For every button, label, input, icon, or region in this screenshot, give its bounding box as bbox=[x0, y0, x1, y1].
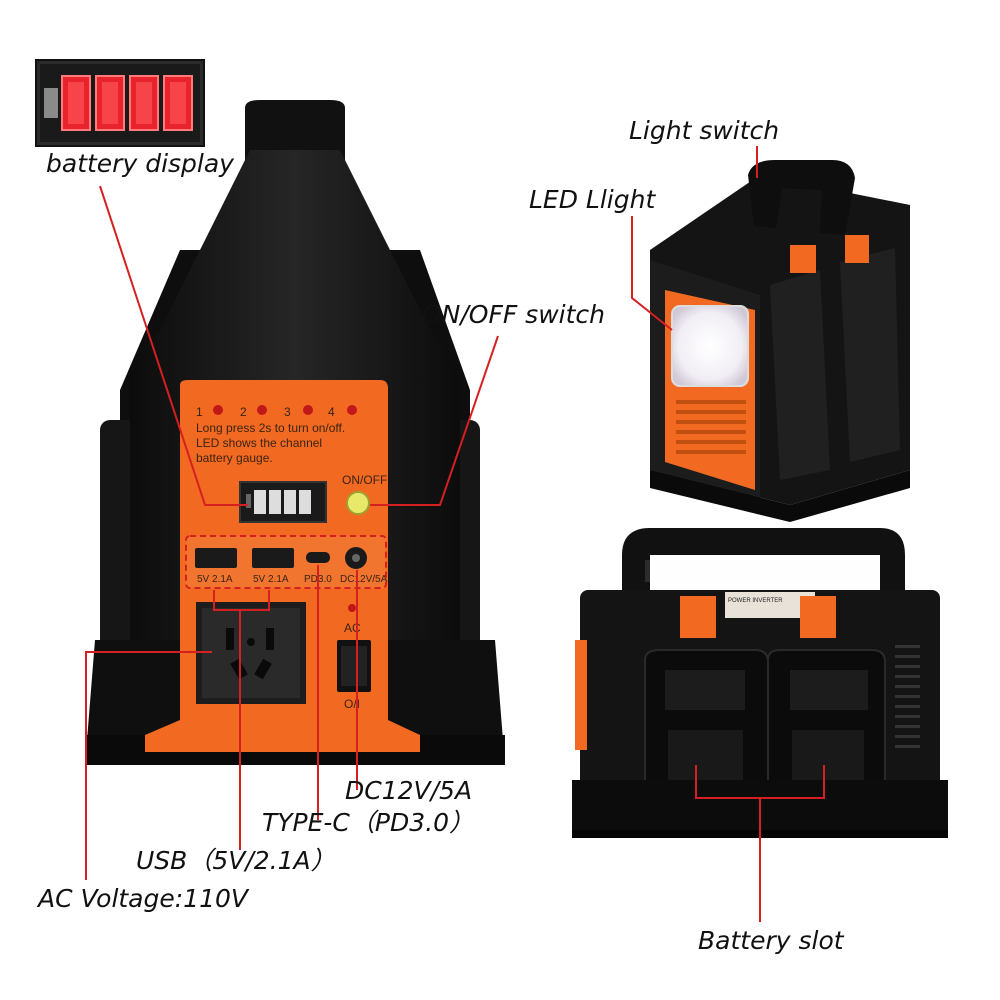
usb-label: USB（5V/2.1A） bbox=[136, 846, 336, 875]
battery-slot-left bbox=[644, 649, 769, 791]
panel-battery-display bbox=[239, 481, 327, 523]
channel-leds bbox=[213, 405, 357, 415]
type-c-label: TYPE-C（PD3.0） bbox=[262, 808, 474, 837]
callout-line-ac bbox=[85, 651, 212, 880]
led-light-label: LED Llight bbox=[529, 185, 656, 214]
on-off-button bbox=[346, 491, 370, 515]
vent-grille bbox=[676, 400, 746, 454]
led-number: 1 bbox=[196, 405, 203, 419]
callout-line-led bbox=[631, 216, 673, 331]
front-view-unit: 1 2 3 4 Long press 2s to turn on/off. LE… bbox=[85, 100, 505, 765]
battery-display-inset bbox=[35, 59, 205, 147]
ac-voltage-label: AC Voltage:110V bbox=[38, 884, 248, 913]
led-number: 2 bbox=[240, 405, 247, 419]
led-light bbox=[671, 305, 749, 387]
port-label: DC12V/5A bbox=[340, 574, 388, 585]
back-view-unit: POWER INVERTER bbox=[572, 528, 948, 838]
light-switch-label: Light switch bbox=[629, 116, 780, 145]
battery-slot-right bbox=[767, 649, 886, 791]
led-number: 3 bbox=[284, 405, 291, 419]
type-c-port bbox=[306, 552, 330, 563]
release-button-right bbox=[800, 596, 836, 638]
led-number: 4 bbox=[328, 405, 335, 419]
dc-output-label: DC12V/5A bbox=[345, 776, 473, 805]
callout-line-battery-display bbox=[99, 185, 248, 506]
port-label: 5V 2.1A bbox=[253, 574, 289, 585]
panel-instruction: LED shows the channel bbox=[196, 436, 322, 450]
battery-slot-label: Battery slot bbox=[698, 926, 844, 955]
side-vent bbox=[895, 645, 920, 748]
callout-line-on-off bbox=[370, 335, 499, 506]
ports-highlight bbox=[185, 535, 387, 589]
panel-instruction: Long press 2s to turn on/off. bbox=[196, 421, 345, 435]
port-label: 5V 2.1A bbox=[197, 574, 233, 585]
side-view-unit bbox=[650, 160, 910, 522]
spec-label-title: POWER INVERTER bbox=[728, 598, 783, 604]
usb-port-2 bbox=[252, 548, 294, 568]
on-off-label: ON/OFF bbox=[342, 473, 387, 487]
callout-line-usb-bracket bbox=[213, 590, 270, 611]
on-off-switch-label: ON/OFF switch bbox=[422, 300, 605, 329]
ac-label: AC bbox=[344, 621, 361, 635]
usb-port-1 bbox=[195, 548, 237, 568]
panel-instruction: battery gauge. bbox=[196, 451, 273, 465]
battery-display-label: battery display bbox=[46, 149, 234, 178]
release-button-left bbox=[680, 596, 716, 638]
callout-lines bbox=[85, 146, 825, 922]
